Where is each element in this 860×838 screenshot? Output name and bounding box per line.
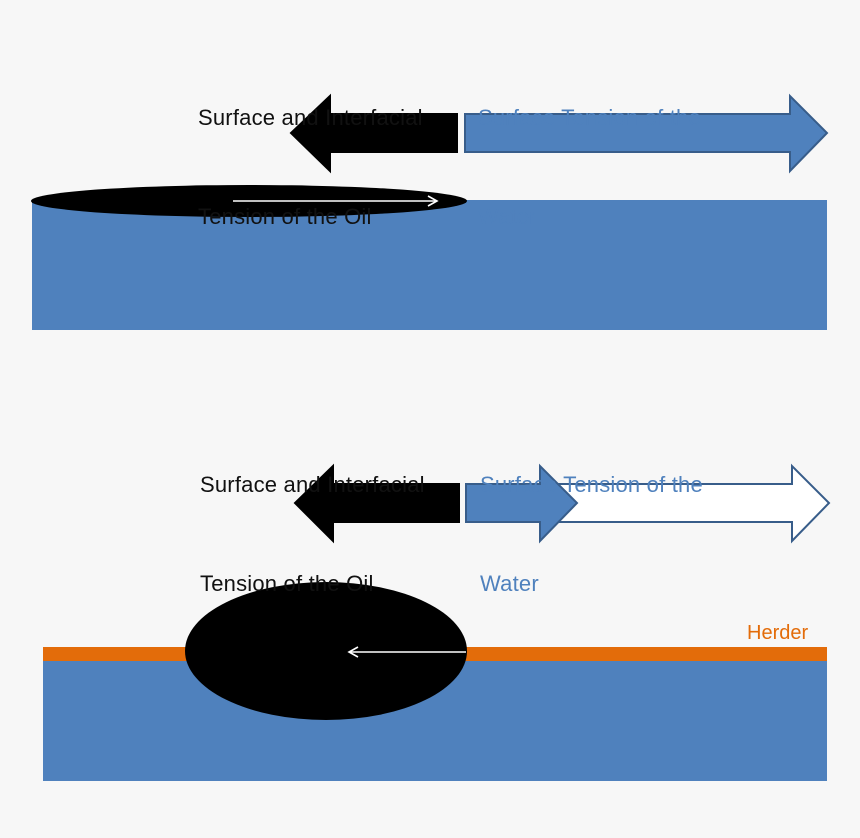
water-force-label-bottom: Surface Tension of the Water <box>480 402 703 666</box>
oil-force-label-bottom: Surface and Interfacial Tension of the O… <box>200 402 425 666</box>
water-force-label-top-line2: Water <box>478 204 537 229</box>
water-force-label-top-line1: Surface Tension of the <box>478 105 701 130</box>
water-body-top <box>32 200 827 330</box>
oil-force-label-top-line1: Surface and Interfacial <box>198 105 423 130</box>
water-force-label-top: Surface Tension of the Water <box>478 35 701 299</box>
oil-slick-herded <box>185 582 467 720</box>
oil-force-label-bottom-line2: Tension of the Oil <box>200 571 374 596</box>
oil-force-label-top: Surface and Interfacial Tension of the O… <box>198 35 423 299</box>
water-tension-arrow-icon <box>464 93 829 174</box>
reduced-water-tension-outline-icon <box>539 463 831 544</box>
contract-direction-icon <box>347 646 466 658</box>
oil-force-label-bottom-line1: Surface and Interfacial <box>200 472 425 497</box>
water-force-label-bottom-line1: Surface Tension of the <box>480 472 703 497</box>
spread-direction-icon <box>233 195 439 207</box>
water-tension-arrow-icon-bottom <box>465 463 579 544</box>
herder-label: Herder <box>747 622 809 644</box>
oil-force-label-top-line2: Tension of the Oil <box>198 204 372 229</box>
oil-tension-arrow-icon-bottom <box>293 463 460 544</box>
water-force-label-bottom-line2: Water <box>480 571 539 596</box>
oil-tension-arrow-icon <box>289 93 458 174</box>
